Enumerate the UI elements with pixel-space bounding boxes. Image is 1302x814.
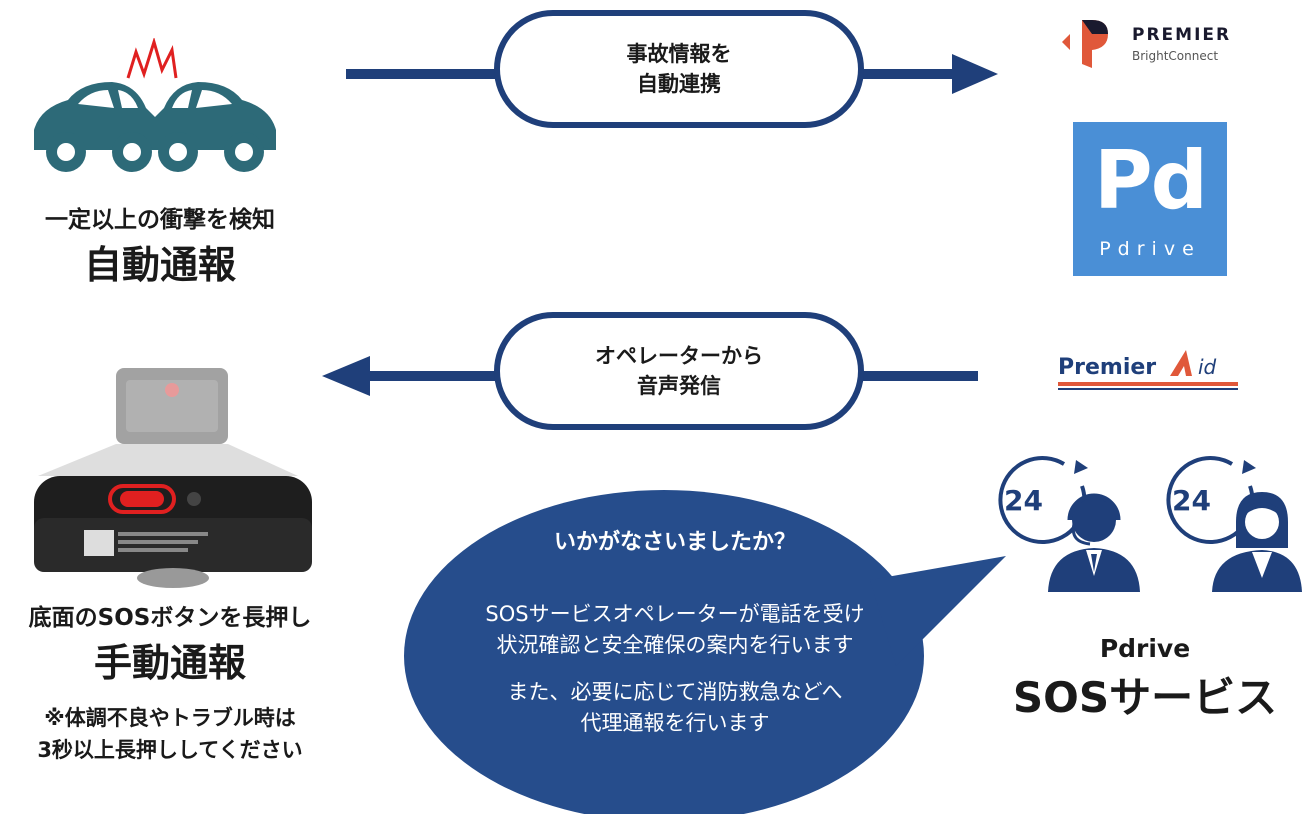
impact-detection-label: 一定以上の衝撃を検知 xyxy=(45,207,275,233)
bubble-body-line2: 状況確認と安全確保の案内を行います xyxy=(496,633,854,657)
manual-report-heading: 手動通報 xyxy=(93,641,246,685)
bubble-body-line3: また、必要に応じて消防救急などへ xyxy=(507,680,843,704)
aid-a-mark-icon xyxy=(1170,350,1192,376)
auto-link-pill: 事故情報を 自動連携 xyxy=(494,10,864,128)
premier-aid-logo: Premier id xyxy=(1058,350,1238,390)
premier-aid-wordmark: Premier xyxy=(1058,355,1156,380)
device-illustration xyxy=(34,368,312,588)
sos-note-line1: ※体調不良やトラブル時は xyxy=(44,706,296,730)
pdrive-mark: Pd xyxy=(1094,134,1208,227)
speech-bubble xyxy=(404,490,1006,814)
bubble-title: いかがなさいましたか？ xyxy=(553,530,796,555)
premier-brightconnect-logo: PREMIER BrightConnect xyxy=(1062,20,1231,68)
bubble-body-line1: SOSサービスオペレーターが電話を受け xyxy=(485,602,865,626)
dashcam-top-unit xyxy=(116,368,228,444)
premier-tagline: BrightConnect xyxy=(1132,49,1218,63)
left-car-icon xyxy=(34,82,158,172)
sos-service-brand: Pdrive xyxy=(1099,634,1191,663)
impact-burst-icon xyxy=(126,38,178,79)
voice-call-line1: オペレーターから xyxy=(595,344,763,368)
auto-report-heading: 自動通報 xyxy=(83,243,236,287)
right-car-icon xyxy=(152,82,276,172)
voice-call-pill: オペレーターから 音声発信 xyxy=(494,312,864,430)
premier-wordmark: PREMIER xyxy=(1132,25,1231,45)
pdrive-wordmark: Pdrive xyxy=(1099,238,1201,260)
male-operator-icon: 24 xyxy=(998,456,1140,592)
sos-button-highlight xyxy=(108,484,176,514)
premier-aid-suffix: id xyxy=(1198,355,1217,379)
auto-link-line2: 自動連携 xyxy=(637,72,721,96)
car-crash-illustration xyxy=(34,38,276,172)
voice-call-line2: 音声発信 xyxy=(637,374,721,398)
female-operator-icon: 24 xyxy=(1166,456,1302,592)
badge-24-left: 24 xyxy=(1004,484,1043,517)
auto-link-line1: 事故情報を xyxy=(626,42,732,66)
badge-24-right: 24 xyxy=(1172,484,1211,517)
sos-button-icon xyxy=(120,491,164,507)
sos-button-label: 底面のSOSボタンを長押し xyxy=(28,605,312,631)
pdrive-logo: Pd Pdrive xyxy=(1073,122,1227,276)
operators-illustration: 24 24 xyxy=(998,456,1302,592)
sos-service-title: SOSサービス xyxy=(1012,673,1278,722)
premier-mark-icon xyxy=(1062,34,1070,50)
sos-note-line2: 3秒以上長押ししてください xyxy=(37,738,303,762)
bubble-body-line4: 代理通報を行います xyxy=(580,711,770,735)
